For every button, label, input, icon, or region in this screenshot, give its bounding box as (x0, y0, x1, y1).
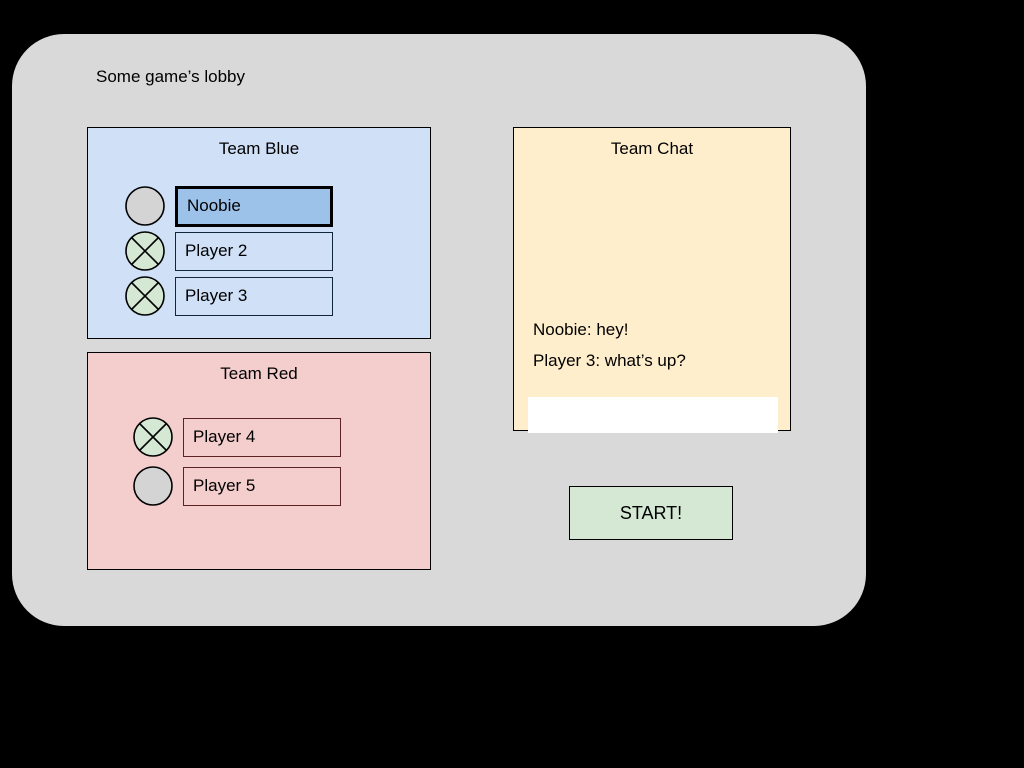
chat-input[interactable] (528, 397, 778, 433)
team-red-title: Team Red (220, 364, 298, 383)
chat-message-list: Noobie: hey! Player 3: what’s up? (533, 314, 773, 376)
player-name-box[interactable]: Player 4 (183, 417, 341, 457)
team-blue-title: Team Blue (218, 139, 300, 158)
circle-plain-icon[interactable] (124, 185, 166, 227)
player-row[interactable]: Player 5 (132, 465, 341, 507)
chat-message: Noobie: hey! (533, 320, 629, 339)
circle-plain-icon[interactable] (132, 465, 174, 507)
team-chat-panel: Team Chat Noobie: hey! Player 3: what’s … (513, 127, 791, 433)
circle-cross-icon[interactable] (124, 230, 166, 272)
player-row[interactable]: Player 3 (124, 275, 333, 317)
player-name-box[interactable]: Noobie (175, 185, 333, 227)
player-name-box[interactable]: Player 3 (175, 276, 333, 316)
player-name-box[interactable]: Player 5 (183, 466, 341, 506)
team-red-panel: Team Red Player 4 Player 5 (87, 352, 431, 570)
player-row[interactable]: Player 2 (124, 230, 333, 272)
circle-cross-icon[interactable] (124, 275, 166, 317)
chat-message: Player 3: what’s up? (533, 351, 686, 370)
start-button[interactable]: START! (569, 486, 733, 540)
player-name-box[interactable]: Player 2 (175, 231, 333, 271)
circle-cross-icon[interactable] (132, 416, 174, 458)
lobby-window: Some game’s lobby Team Blue Noobie Playe… (12, 34, 866, 626)
team-chat-title: Team Chat (610, 139, 694, 158)
player-row[interactable]: Player 4 (132, 416, 341, 458)
page-title: Some game’s lobby (96, 67, 245, 86)
player-row[interactable]: Noobie (124, 185, 333, 227)
team-blue-panel: Team Blue Noobie Player 2 (87, 127, 431, 339)
